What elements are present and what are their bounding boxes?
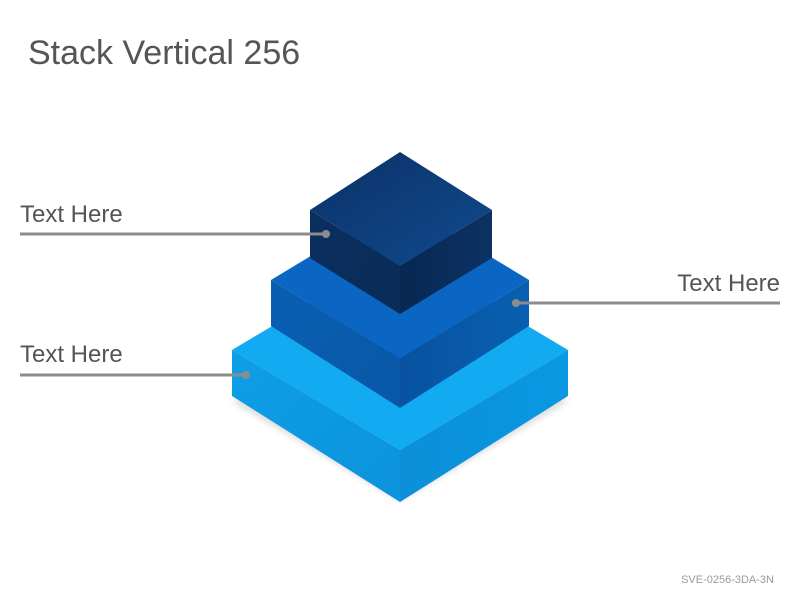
leader-dot-top-left xyxy=(322,230,330,238)
slide-code: SVE-0256-3DA-3N xyxy=(681,574,774,586)
tier-top-top-face xyxy=(310,152,492,266)
leader-lines xyxy=(20,232,780,377)
leader-dot-right xyxy=(512,299,520,307)
leader-dots xyxy=(242,230,520,379)
label-bottom-tier: Text Here xyxy=(20,341,123,368)
tier-bottom-right-face xyxy=(400,350,568,502)
tier-middle-right-face xyxy=(400,280,529,408)
tier-middle-left-face xyxy=(271,280,400,408)
tier-top xyxy=(310,152,492,314)
tier-top-left-face xyxy=(310,210,400,314)
leader-dot-bottom-left xyxy=(242,371,250,379)
label-top-tier: Text Here xyxy=(20,201,123,228)
tier-bottom-left-face xyxy=(232,350,400,502)
label-middle-tier: Text Here xyxy=(677,270,780,297)
page-title: Stack Vertical 256 xyxy=(28,34,301,72)
tier-top-right-face xyxy=(400,210,492,314)
